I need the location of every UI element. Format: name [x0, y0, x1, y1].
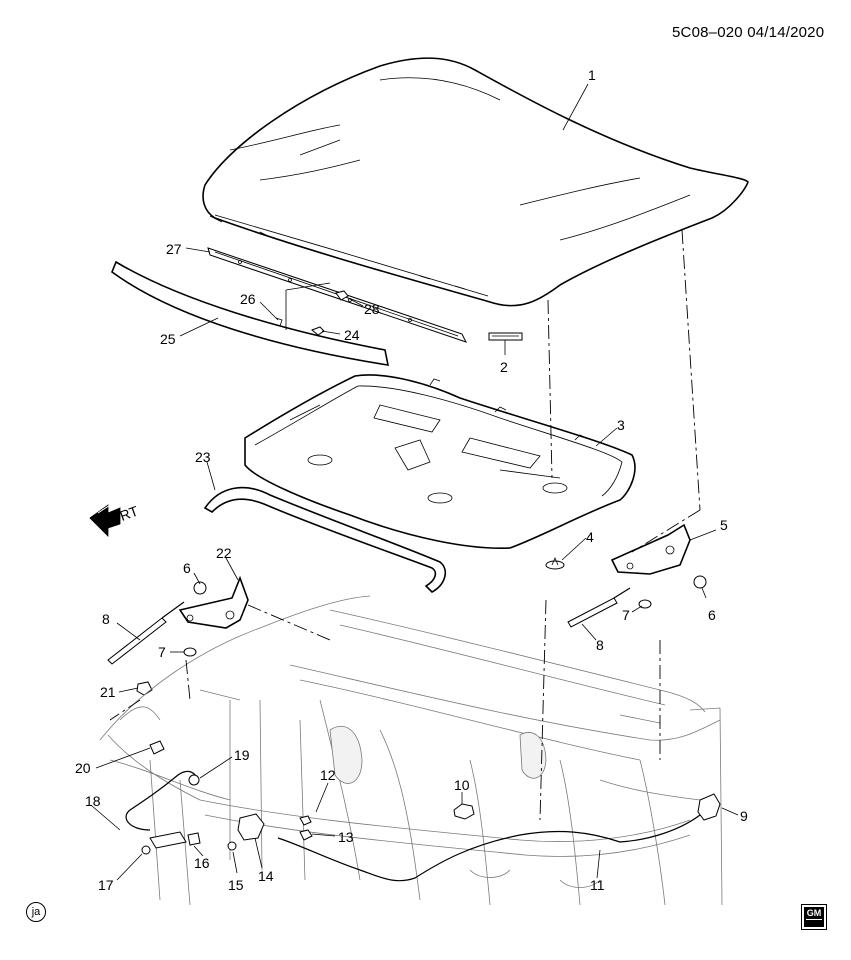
- hood-hinge-right: [610, 523, 691, 575]
- callout-22: 22: [216, 545, 232, 561]
- hood-release-cable: [125, 770, 701, 882]
- alignment-lines: [109, 229, 701, 821]
- callout-19: 19: [234, 747, 250, 763]
- callout-5: 5: [720, 517, 728, 533]
- hood-small-parts: [275, 282, 523, 341]
- callout-9: 9: [740, 808, 748, 824]
- callout-13: 13: [338, 829, 354, 845]
- callout-7-right: 7: [622, 607, 630, 623]
- leader-lines: [91, 83, 739, 881]
- document-code: 5C08–020 04/14/2020: [672, 24, 825, 41]
- hood-hinge-left: [178, 575, 249, 629]
- ja-circle-mark: ja: [26, 902, 46, 922]
- callout-21: 21: [100, 684, 116, 700]
- callout-1: 1: [588, 67, 596, 83]
- hood-front-molding: [111, 260, 390, 366]
- callout-10: 10: [454, 777, 470, 793]
- callout-26: 26: [240, 291, 256, 307]
- callout-8-left: 8: [102, 611, 110, 627]
- callout-7-left: 7: [158, 644, 166, 660]
- callout-28: 28: [364, 301, 380, 317]
- callout-20: 20: [75, 760, 91, 776]
- front-orientation-label: FRT: [110, 502, 141, 526]
- callout-8-right: 8: [596, 637, 604, 653]
- callout-25: 25: [160, 331, 176, 347]
- callout-27: 27: [166, 241, 182, 257]
- callout-3: 3: [617, 417, 625, 433]
- callout-17: 17: [98, 877, 114, 893]
- callout-6-right: 6: [708, 607, 716, 623]
- hood-strut-left: [107, 601, 185, 665]
- callout-6-left: 6: [183, 560, 191, 576]
- fasteners: [136, 556, 707, 820]
- callout-18: 18: [85, 793, 101, 809]
- callout-labels: 1 2 3 4 5 6 6 7 7 8 8 9 10 11 12 13 14 1…: [75, 67, 748, 893]
- callout-12: 12: [320, 767, 336, 783]
- callout-15: 15: [228, 877, 244, 893]
- callout-4: 4: [586, 529, 594, 545]
- callout-24: 24: [344, 327, 360, 343]
- hood-latch-parts: [141, 740, 721, 855]
- hood-weatherstrip: [203, 486, 447, 593]
- callout-16: 16: [194, 855, 210, 871]
- callout-2: 2: [500, 359, 508, 375]
- gm-logo-icon: GM: [801, 904, 827, 930]
- hood-insulator: [244, 374, 636, 550]
- callout-23: 23: [195, 449, 211, 465]
- callout-11: 11: [590, 877, 605, 893]
- hood-strut-right: [567, 587, 631, 628]
- front-orientation-arrow-icon: FRT: [89, 502, 141, 537]
- callout-14: 14: [258, 868, 274, 884]
- gm-logo-text: GM: [806, 908, 822, 918]
- hood-panel: [202, 57, 749, 307]
